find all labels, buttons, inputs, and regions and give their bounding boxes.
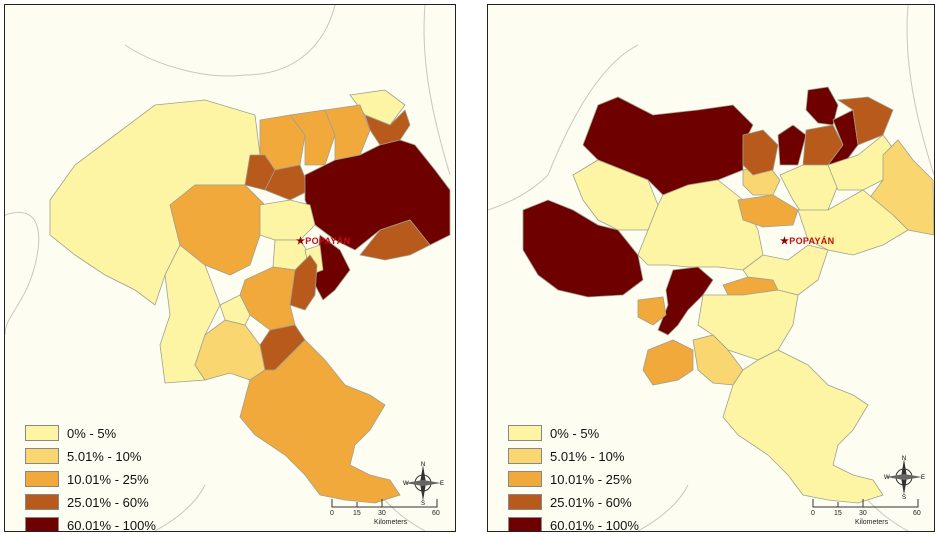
legend-item: 25.01% - 60% [25, 492, 156, 512]
legend-swatch [508, 494, 542, 510]
map-region [239, 266, 296, 331]
map-region [169, 184, 266, 276]
compass-rose-icon: N S W E [884, 456, 925, 499]
legend-swatch [25, 494, 59, 510]
legend-item: 0% - 5% [25, 423, 156, 443]
map-region [737, 194, 799, 228]
background-line [906, 5, 934, 176]
legend-item: 0% - 5% [508, 423, 639, 443]
map-region [657, 266, 714, 336]
legend-swatch [25, 425, 59, 441]
legend-right: 0% - 5% 5.01% - 10% 10.01% - 25% 25.01% … [508, 423, 639, 532]
scale-tick: 0 [811, 510, 815, 517]
map-region [637, 296, 667, 326]
legend-item: 60.01% - 100% [508, 515, 639, 532]
scale-unit: Kilometers [855, 519, 889, 526]
scale-tick: 60 [913, 510, 921, 517]
map-region [364, 109, 411, 146]
map-region [722, 349, 884, 504]
compass-n: N [902, 456, 906, 462]
background-line [124, 5, 336, 77]
legend-label: 25.01% - 60% [67, 494, 149, 510]
legend-label: 5.01% - 10% [67, 448, 142, 464]
map-panel-left: ★POPAYÁN 0% - 5% 5.01% - 10% 10.01% - 25… [4, 4, 456, 532]
legend-item: 10.01% - 25% [25, 469, 156, 489]
background-line [488, 44, 639, 211]
compass-s: S [902, 495, 906, 499]
legend-label: 10.01% - 25% [67, 471, 149, 487]
map-region [239, 339, 401, 504]
map-region [805, 86, 839, 126]
map-region [522, 199, 644, 298]
map-region [264, 164, 311, 201]
map-region [867, 139, 934, 236]
legend-item: 5.01% - 10% [25, 446, 156, 466]
background-line [154, 484, 206, 531]
legend-swatch [508, 425, 542, 441]
legend-label: 5.01% - 10% [550, 448, 625, 464]
star-icon: ★ [780, 236, 790, 247]
map-region [742, 244, 829, 296]
legend-label: 60.01% - 100% [67, 517, 156, 532]
scale-tick: 60 [432, 510, 440, 517]
compass-e: E [440, 481, 444, 487]
map-region [779, 164, 839, 216]
scale-tick: 0 [330, 510, 334, 517]
scale-bar: 0 15 30 60 Kilometers [808, 497, 928, 531]
compass-w: W [403, 481, 409, 487]
background-line [637, 484, 689, 531]
legend-swatch [25, 471, 59, 487]
map-panel-right: ★POPAYÁN 0% - 5% 5.01% - 10% 10.01% - 25… [487, 4, 935, 532]
background-line [423, 5, 451, 176]
legend-label: 60.01% - 100% [550, 517, 639, 532]
map-region [359, 219, 431, 261]
city-name: POPAYÁN [789, 236, 835, 246]
map-region [797, 189, 909, 256]
scale-tick: 15 [834, 510, 842, 517]
legend-swatch [508, 517, 542, 531]
city-label-popayan: ★POPAYÁN [780, 236, 834, 247]
legend-item: 5.01% - 10% [508, 446, 639, 466]
background-line [5, 212, 40, 336]
legend-swatch [25, 448, 59, 464]
map-region [259, 199, 316, 241]
scale-tick: 15 [353, 510, 361, 517]
compass-w: W [884, 475, 890, 481]
city-label-popayan: ★POPAYÁN [296, 236, 350, 247]
star-icon: ★ [296, 236, 306, 247]
legend-swatch [508, 448, 542, 464]
map-region [742, 129, 779, 176]
legend-item: 60.01% - 100% [25, 515, 156, 532]
legend-item: 25.01% - 60% [508, 492, 639, 512]
map-region [219, 294, 251, 326]
map-region [697, 289, 799, 361]
scale-tick: 30 [378, 510, 386, 517]
map-region [777, 124, 807, 166]
map-region [642, 339, 694, 386]
city-name: POPAYÁN [305, 236, 351, 246]
scale-unit: Kilometers [374, 519, 408, 526]
legend-swatch [508, 471, 542, 487]
choropleth-map-right [488, 5, 934, 531]
legend-label: 0% - 5% [67, 425, 117, 441]
map-region [637, 179, 764, 271]
compass-e: E [921, 475, 925, 481]
compass-rose-icon: N S W E [403, 462, 444, 505]
compass-n: N [421, 462, 425, 468]
scale-bar: 0 15 30 60 Kilometers [327, 497, 447, 531]
legend-label: 0% - 5% [550, 425, 600, 441]
choropleth-map-left [5, 5, 451, 531]
legend-left: 0% - 5% 5.01% - 10% 10.01% - 25% 25.01% … [25, 423, 156, 532]
compass-s: S [421, 501, 425, 505]
legend-label: 10.01% - 25% [550, 471, 632, 487]
legend-swatch [25, 517, 59, 531]
legend-item: 10.01% - 25% [508, 469, 639, 489]
map-region [304, 139, 451, 251]
legend-label: 25.01% - 60% [550, 494, 632, 510]
scale-tick: 30 [859, 510, 867, 517]
